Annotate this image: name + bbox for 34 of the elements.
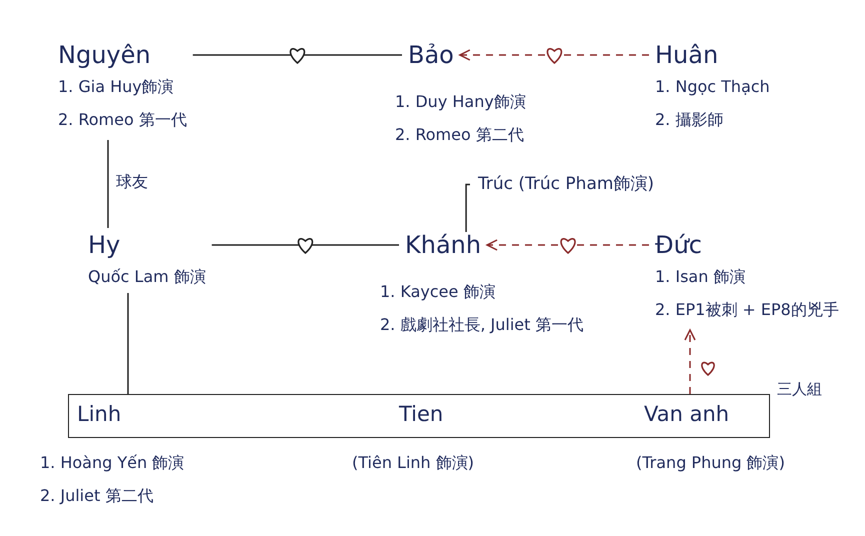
arrow: [459, 49, 649, 61]
character-name: Tien: [399, 401, 444, 428]
role-note: Quốc Lam 飾演: [88, 266, 206, 288]
role-note: 2. Romeo 第二代: [395, 124, 524, 146]
character-name: Van anh: [644, 401, 730, 428]
role-note: (Tiên Linh 飾演): [352, 452, 474, 474]
role-note: 1. Kaycee 飾演: [380, 281, 496, 303]
character-note: Trúc (Trúc Pham飾演): [478, 173, 654, 196]
character-name: Huân: [655, 40, 720, 70]
character-name: Khánh: [405, 230, 482, 260]
character-name: Hy: [88, 230, 122, 260]
arrow: [486, 239, 649, 251]
role-note: 1. Hoàng Yến 飾演: [40, 452, 184, 474]
connector-line: [107, 140, 109, 228]
group-heading: 三人組: [777, 379, 822, 400]
role-note: 2. Juliet 第二代: [40, 485, 154, 507]
role-note: (Trang Phung 飾演): [636, 452, 785, 474]
character-name: Linh: [77, 401, 122, 428]
role-note: 2. 攝影師: [655, 109, 724, 131]
role-note: 1. Duy Hany飾演: [395, 91, 526, 113]
character-name: Đức: [655, 230, 704, 260]
connector-line: [212, 244, 399, 246]
connector-line: [127, 293, 129, 394]
connector-line: [192, 54, 402, 56]
role-note: 2. Romeo 第一代: [58, 109, 187, 131]
character-name: Bảo: [408, 40, 454, 70]
character-name: Nguyên: [58, 40, 152, 70]
role-note: 2. EP1被刺 + EP8的兇手: [655, 299, 839, 321]
role-note: 2. 戲劇社社長, Juliet 第一代: [380, 314, 584, 336]
role-note: 1. Gia Huy飾演: [58, 76, 175, 98]
role-note: 1. Isan 飾演: [655, 266, 746, 288]
arrow: [684, 329, 696, 394]
role-note: 1. Ngọc Thạch: [655, 76, 770, 98]
connector-line: [465, 184, 470, 232]
